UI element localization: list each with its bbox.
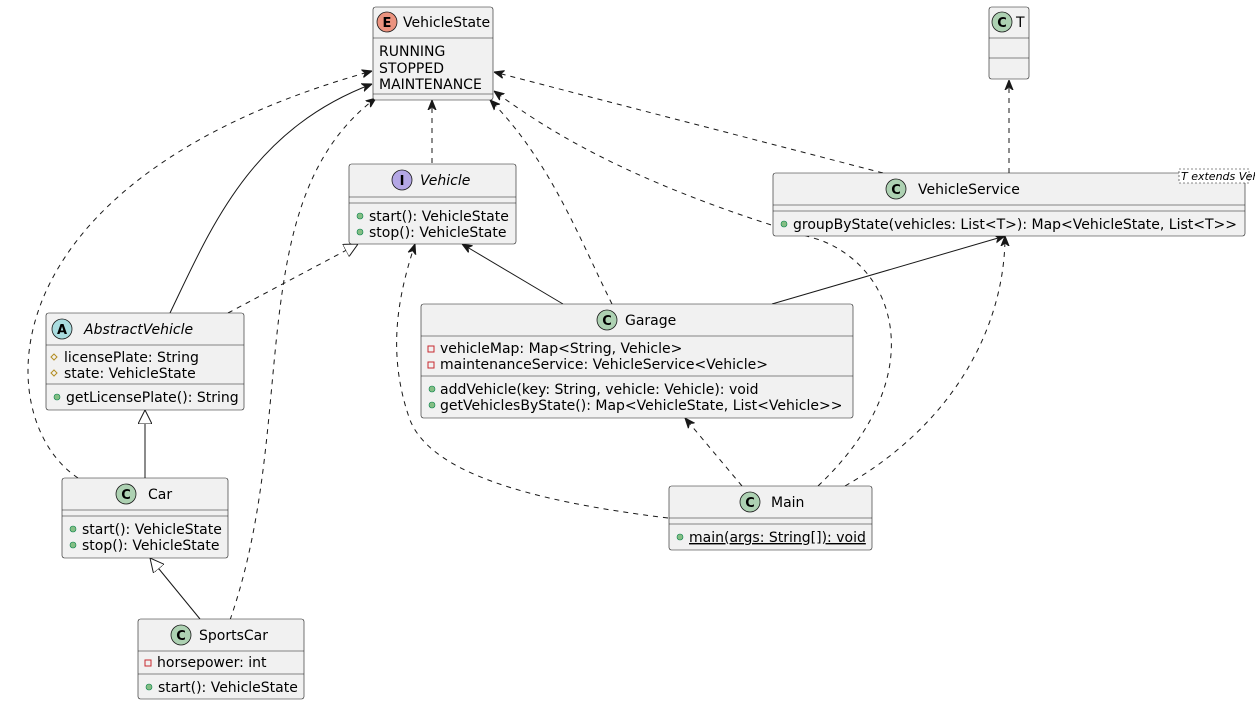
class-badge-letter: C <box>121 488 131 503</box>
public-marker-icon <box>676 533 684 541</box>
dependency-main-to-garage <box>685 418 743 487</box>
class-name: VehicleState <box>403 15 490 31</box>
generalization-sportscar-to-car <box>150 558 201 620</box>
dependency-sportscar-to-vehiclestate <box>229 98 376 621</box>
enum-literal: MAINTENANCE <box>379 77 482 93</box>
dependency-main-to-vehicle <box>396 244 669 519</box>
public-marker-icon <box>428 401 436 409</box>
interface-badge-icon <box>391 169 413 191</box>
dependency-car-to-vehiclestate <box>27 71 372 479</box>
relations: VehicleState --> Vehicle --> VehicleServ… <box>27 71 1009 621</box>
public-marker-icon <box>69 525 77 533</box>
class-badge-icon <box>115 483 137 505</box>
class-name: Garage <box>625 313 676 329</box>
abstract-badge-icon <box>51 318 73 340</box>
interface-badge-letter: I <box>400 174 405 189</box>
class-badge-icon <box>596 309 618 331</box>
class-badge-letter: C <box>602 314 612 329</box>
public-marker-icon <box>356 228 364 236</box>
method: stop(): VehicleState <box>369 225 506 241</box>
dependency-vehicleservice-to-vehiclestate <box>494 72 884 174</box>
class-t[interactable]: C T <box>988 6 1030 80</box>
class-badge-letter: C <box>745 496 755 511</box>
private-marker-icon <box>427 345 435 353</box>
public-marker-icon <box>780 220 788 228</box>
static-method: main(args: String[]): void <box>689 530 866 546</box>
class-badge-letter: C <box>891 183 901 198</box>
class-name: Main <box>771 495 804 511</box>
method: groupByState(vehicles: List<T>): Map<Veh… <box>793 217 1237 233</box>
abstract-class-abstractvehicle[interactable]: A AbstractVehicle licensePlate: String s… <box>45 312 245 411</box>
enum-literal: RUNNING <box>379 44 445 60</box>
field: licensePlate: String <box>64 350 199 366</box>
class-name: T <box>1015 15 1025 31</box>
private-marker-icon <box>427 361 435 369</box>
class-name: SportsCar <box>199 628 268 644</box>
enum-vehiclestate[interactable]: E VehicleState RUNNING STOPPED MAINTENAN… <box>372 6 494 101</box>
class-main[interactable]: C Main main(args: String[]): void <box>668 485 873 551</box>
class-badge-icon <box>991 11 1013 33</box>
method: addVehicle(key: String, vehicle: Vehicle… <box>440 382 759 398</box>
class-badge-icon <box>170 624 192 646</box>
class-vehicleservice[interactable]: T extends Vehicle C VehicleService group… <box>772 168 1255 237</box>
class-sportscar[interactable]: C SportsCar horsepower: int start(): Veh… <box>137 618 305 700</box>
association-abstractvehicle-to-vehiclestate <box>169 84 372 314</box>
public-marker-icon <box>53 393 61 401</box>
class-car[interactable]: C Car start(): VehicleState stop(): Vehi… <box>61 477 229 559</box>
dependency-main-to-vehicleservice <box>844 236 1005 487</box>
class-badge-letter: C <box>176 629 186 644</box>
class-name: VehicleService <box>918 182 1020 198</box>
generic-parameter-box <box>1178 168 1250 184</box>
realization-abstractvehicle-to-vehicle <box>227 244 358 314</box>
field: horsepower: int <box>157 655 267 671</box>
public-marker-icon <box>356 212 364 220</box>
field: state: VehicleState <box>64 366 196 382</box>
dependency-main-to-vehiclestate <box>494 91 892 487</box>
protected-marker-icon <box>50 369 58 377</box>
method: start(): VehicleState <box>82 522 222 538</box>
class-badge-icon <box>885 178 907 200</box>
enum-literal: STOPPED <box>379 61 444 77</box>
method: start(): VehicleState <box>369 209 509 225</box>
class-name: AbstractVehicle <box>83 322 193 338</box>
method: stop(): VehicleState <box>82 538 219 554</box>
abstract-badge-letter: A <box>57 323 67 338</box>
class-garage[interactable]: C Garage vehicleMap: Map<String, Vehicle… <box>420 303 854 419</box>
class-name: Car <box>148 487 172 503</box>
private-marker-icon <box>144 659 152 667</box>
method: getVehiclesByState(): Map<VehicleState, … <box>440 398 842 414</box>
association-garage-to-vehicle <box>462 244 564 305</box>
method: start(): VehicleState <box>158 680 298 696</box>
association-garage-to-vehicleservice <box>771 236 1005 305</box>
class-name: Vehicle <box>420 173 470 189</box>
generic-parameter: T extends Vehicle <box>1181 170 1255 183</box>
class-badge-letter: C <box>997 16 1007 31</box>
interface-vehicle[interactable]: I Vehicle start(): VehicleState stop(): … <box>348 163 517 245</box>
public-marker-icon <box>69 541 77 549</box>
protected-marker-icon <box>50 353 58 361</box>
enum-badge-letter: E <box>383 16 392 31</box>
enum-badge-icon <box>376 11 398 33</box>
field: vehicleMap: Map<String, Vehicle> <box>440 341 682 357</box>
field: maintenanceService: VehicleService<Vehic… <box>440 357 768 373</box>
public-marker-icon <box>428 385 436 393</box>
class-badge-icon <box>739 491 761 513</box>
public-marker-icon <box>145 683 153 691</box>
method: getLicensePlate(): String <box>66 390 239 406</box>
